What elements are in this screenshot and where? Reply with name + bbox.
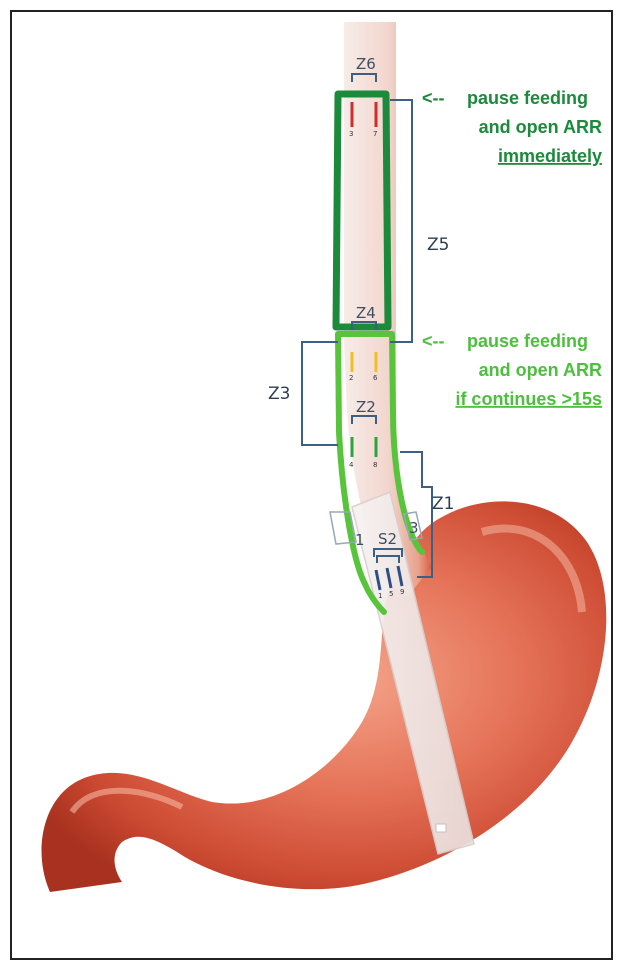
top-callout-arrow: <--: [422, 88, 445, 108]
zone-label-1: 1: [355, 531, 365, 549]
top-callout-line2: and open ARR: [479, 117, 602, 137]
stomach: [42, 501, 607, 892]
zone-label-z2: Z2: [356, 398, 376, 416]
sensor-number-1: 1: [378, 592, 382, 600]
anatomy-diagram: 3 7 2 6 4 8 1 5 9: [12, 12, 613, 960]
bottom-callout-line1: pause feeding: [467, 331, 588, 351]
top-callout: <-- pause feeding and open ARR immediate…: [422, 88, 602, 166]
bottom-callout: <-- pause feeding and open ARR if contin…: [422, 331, 602, 409]
sensor-number-8: 8: [373, 461, 377, 469]
bottom-callout-line2: and open ARR: [479, 360, 602, 380]
bottom-callout-arrow: <--: [422, 331, 445, 351]
zone-label-z6: Z6: [356, 55, 376, 73]
sensor-number-2: 2: [349, 374, 353, 382]
sensor-number-7: 7: [373, 130, 377, 138]
zone-label-3: 3: [409, 519, 419, 537]
zone-label-z4: Z4: [356, 304, 376, 322]
zone-label-z1: Z1: [432, 494, 454, 514]
sensor-number-3: 3: [349, 130, 353, 138]
zone-label-s2: S2: [378, 530, 397, 548]
zone-label-z5: Z5: [427, 235, 449, 255]
sensor-number-9: 9: [400, 588, 404, 596]
top-callout-line1: pause feeding: [467, 88, 588, 108]
top-callout-line3: immediately: [498, 146, 602, 166]
bottom-callout-line3: if continues >15s: [455, 389, 602, 409]
zone-label-z3: Z3: [268, 384, 290, 404]
sensor-number-6: 6: [373, 374, 378, 382]
z3-bracket: [302, 342, 338, 445]
sensor-number-5: 5: [389, 590, 393, 598]
diagram-frame: 3 7 2 6 4 8 1 5 9: [10, 10, 613, 960]
tube-notch: [436, 824, 446, 832]
sensor-number-4: 4: [349, 461, 354, 469]
